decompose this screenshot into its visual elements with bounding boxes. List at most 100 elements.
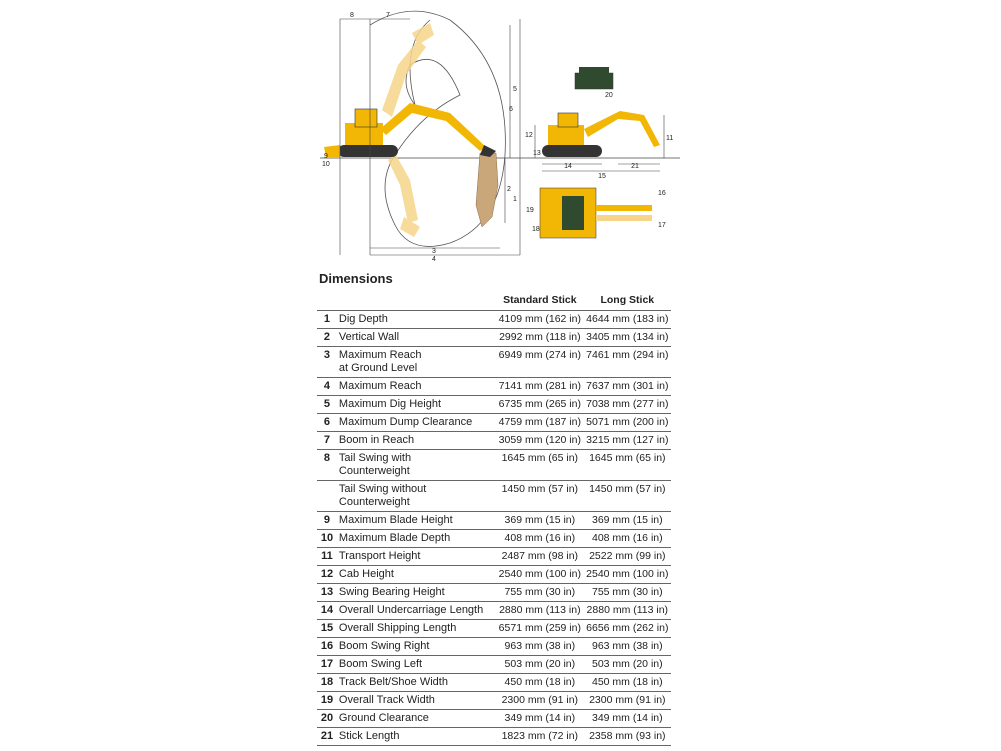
- row-number: 8: [317, 449, 337, 481]
- row-value-standard: 7141 mm (281 in): [496, 377, 584, 396]
- row-value-long: 349 mm (14 in): [583, 709, 671, 728]
- row-value-long: 5071 mm (200 in): [583, 413, 671, 432]
- row-number: 15: [317, 619, 337, 638]
- excavator-top-view: [539, 187, 652, 239]
- row-number: 9: [317, 511, 337, 530]
- header-number: [317, 292, 337, 311]
- row-label: Overall Track Width: [336, 691, 497, 710]
- callout-18: 18: [532, 226, 540, 233]
- row-value-standard: 2880 mm (113 in): [496, 601, 584, 620]
- row-label-line: Stick Length: [338, 730, 400, 742]
- row-label-line: Maximum Blade Depth: [338, 532, 451, 544]
- row-label: Dig Depth: [336, 310, 497, 329]
- callout-15: 15: [598, 173, 606, 180]
- ghost-boom-positions: [382, 23, 434, 237]
- row-label: Transport Height: [336, 547, 497, 566]
- row-label: Maximum Reach: [336, 377, 497, 396]
- row-number: 2: [317, 328, 337, 347]
- excavator-transport-view: [542, 111, 660, 157]
- row-number: 20: [317, 709, 337, 728]
- callout-4: 4: [432, 256, 436, 263]
- row-value-standard: 6735 mm (265 in): [496, 395, 584, 414]
- row-label-line: Overall Track Width: [338, 694, 435, 706]
- row-label: Maximum Dump Clearance: [336, 413, 497, 432]
- row-label: Vertical Wall: [336, 328, 497, 347]
- row-label: Maximum Dig Height: [336, 395, 497, 414]
- row-value-standard: 1645 mm (65 in): [496, 449, 584, 481]
- row-number: 18: [317, 673, 337, 692]
- row-value-long: 7038 mm (277 in): [583, 395, 671, 414]
- excavator-front-view-small: [574, 67, 614, 90]
- row-value-standard: 2300 mm (91 in): [496, 691, 584, 710]
- row-label: Cab Height: [336, 565, 497, 584]
- row-value-long: 2522 mm (99 in): [583, 547, 671, 566]
- row-value-standard: 2992 mm (118 in): [496, 328, 584, 347]
- callout-2: 2: [507, 186, 511, 193]
- row-label-line: Boom Swing Right: [338, 640, 430, 652]
- row-label-line: Tail Swing with: [338, 452, 412, 464]
- row-label-line: Overall Undercarriage Length: [338, 604, 484, 616]
- callout-20: 20: [605, 92, 613, 99]
- row-value-standard: 349 mm (14 in): [496, 709, 584, 728]
- row-label: Ground Clearance: [336, 709, 497, 728]
- row-label-line: Cab Height: [338, 568, 394, 580]
- row-label: Boom Swing Right: [336, 637, 497, 656]
- row-label: Maximum Blade Depth: [336, 529, 497, 548]
- callout-10: 10: [322, 161, 330, 168]
- row-value-standard: 963 mm (38 in): [496, 637, 584, 656]
- row-number: 11: [317, 547, 337, 566]
- row-value-standard: 450 mm (18 in): [496, 673, 584, 692]
- row-label-line: Boom Swing Left: [338, 658, 423, 670]
- dimension-lines: [339, 18, 665, 256]
- row-label: Track Belt/Shoe Width: [336, 673, 497, 692]
- callout-19: 19: [526, 207, 534, 214]
- row-value-long: 450 mm (18 in): [583, 673, 671, 692]
- callout-1: 1: [513, 196, 517, 203]
- row-value-long: 2880 mm (113 in): [583, 601, 671, 620]
- row-value-long: 369 mm (15 in): [583, 511, 671, 530]
- row-label-line: Maximum Blade Height: [338, 514, 453, 526]
- row-number: 5: [317, 395, 337, 414]
- row-label: Swing Bearing Height: [336, 583, 497, 602]
- row-value-standard: 408 mm (16 in): [496, 529, 584, 548]
- row-label-line: Dig Depth: [338, 313, 388, 325]
- dig-rock-pile: [475, 152, 499, 228]
- row-label: Boom in Reach: [336, 431, 497, 450]
- header-long-stick: Long Stick: [583, 292, 671, 311]
- row-label-line: Maximum Reach: [338, 349, 422, 361]
- row-value-long: 2540 mm (100 in): [583, 565, 671, 584]
- row-value-standard: 503 mm (20 in): [496, 655, 584, 674]
- row-label-line: at Ground Level: [338, 362, 418, 374]
- header-label: [336, 292, 497, 311]
- callout-9: 9: [324, 153, 328, 160]
- row-value-long: 408 mm (16 in): [583, 529, 671, 548]
- row-value-long: 3405 mm (134 in): [583, 328, 671, 347]
- row-value-long: 2358 mm (93 in): [583, 727, 671, 746]
- row-label-line: Maximum Reach: [338, 380, 422, 392]
- row-label-line: Track Belt/Shoe Width: [338, 676, 448, 688]
- callout-17: 17: [658, 222, 666, 229]
- row-number: 7: [317, 431, 337, 450]
- row-value-long: 7637 mm (301 in): [583, 377, 671, 396]
- callout-7: 7: [386, 12, 390, 19]
- row-number: 13: [317, 583, 337, 602]
- row-value-standard: 1450 mm (57 in): [496, 480, 584, 512]
- row-number: 4: [317, 377, 337, 396]
- row-label-line: Tail Swing without: [338, 483, 427, 495]
